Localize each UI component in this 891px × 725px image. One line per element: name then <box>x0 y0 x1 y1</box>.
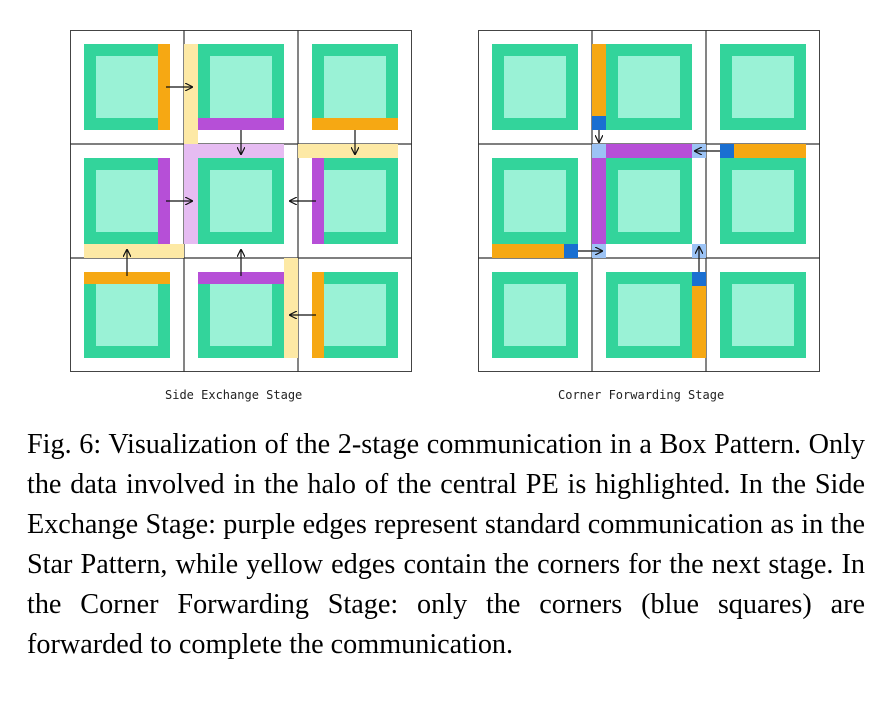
yellow-halo <box>298 144 398 158</box>
pe-core <box>96 170 158 232</box>
pe-core <box>210 284 272 346</box>
yellow-halo <box>84 244 184 258</box>
pe-grid <box>84 44 398 358</box>
side-exchange-panel <box>70 30 412 372</box>
figure-caption: Fig. 6: Visualization of the 2-stage com… <box>27 429 865 660</box>
pe-core <box>618 56 680 118</box>
corner-forwarding-panel <box>478 30 820 372</box>
pe-core <box>96 284 158 346</box>
halo-corner <box>592 144 606 158</box>
panel-label-right: Corner Forwarding Stage <box>558 388 725 402</box>
blue-corner <box>564 244 578 258</box>
pe-core <box>732 170 794 232</box>
yellow-halo <box>184 44 198 144</box>
yellow-edge <box>692 272 706 358</box>
yellow-edge <box>84 272 170 284</box>
pe-core <box>324 56 386 118</box>
blue-corner <box>692 272 706 286</box>
blue-corner <box>592 116 606 130</box>
pe-core <box>504 284 566 346</box>
pe-core <box>210 170 272 232</box>
figure: Side Exchange Stage Corner Forwarding St… <box>70 30 820 402</box>
purple-edge <box>198 272 284 284</box>
purple-edge <box>312 158 324 244</box>
side-exchange-diagram <box>70 30 412 372</box>
yellow-edge <box>592 44 606 130</box>
pe-core <box>618 284 680 346</box>
pe-core <box>618 170 680 232</box>
pe-core <box>324 170 386 232</box>
pe-core <box>210 56 272 118</box>
yellow-edge <box>312 118 398 130</box>
yellow-halo <box>284 258 298 358</box>
panel-label-left: Side Exchange Stage <box>165 388 303 402</box>
pe-core <box>504 56 566 118</box>
pe-core <box>324 284 386 346</box>
yellow-edge <box>158 44 170 130</box>
pe-core <box>732 284 794 346</box>
corner-forwarding-diagram <box>478 30 820 372</box>
yellow-edge <box>492 244 578 258</box>
blue-corner <box>720 144 734 158</box>
yellow-edge <box>720 144 806 158</box>
purple-halo-left <box>184 144 198 244</box>
pe-core <box>504 170 566 232</box>
purple-edge <box>158 158 170 244</box>
pe-core <box>96 56 158 118</box>
pe-core <box>732 56 794 118</box>
purple-halo-top <box>184 144 284 158</box>
yellow-edge <box>312 272 324 358</box>
pe-grid <box>492 44 806 358</box>
purple-edge <box>198 118 284 130</box>
